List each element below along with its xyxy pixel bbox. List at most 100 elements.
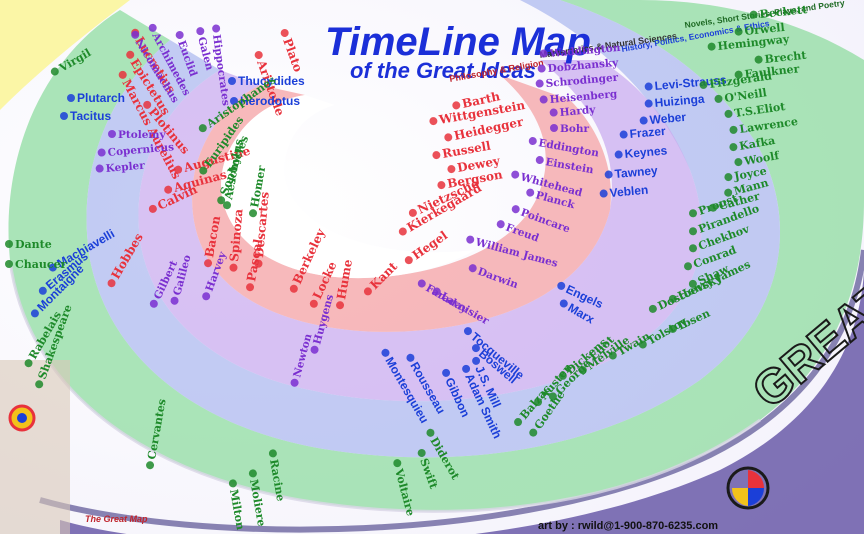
philosophy-label-9: Descartes (252, 191, 272, 258)
literature-portrait-5 (50, 67, 59, 76)
literature-portrait-26 (668, 324, 677, 333)
math-portrait-23 (550, 124, 558, 132)
math-portrait-20 (511, 170, 520, 179)
philosophy-portrait-8 (148, 204, 157, 213)
math-portrait-2 (131, 30, 140, 39)
math-label-5: Ptolemy (118, 129, 167, 141)
philosophy-portrait-24 (444, 133, 453, 142)
philosophy-portrait-15 (289, 284, 298, 293)
literature-label-37: Kafka (738, 134, 776, 153)
map-title: TimeLine Map of the Great Ideas (325, 20, 591, 83)
literature-portrait-27 (668, 294, 677, 303)
math-label-7: Kepler (105, 160, 145, 175)
history-portrait-18 (614, 150, 623, 159)
history-portrait-0 (228, 77, 236, 85)
literature-portrait-13 (268, 449, 277, 458)
math-name-23: Bohr (550, 123, 590, 135)
literature-portrait-16 (426, 428, 435, 437)
philosophy-band (192, 75, 611, 332)
history-portrait-9 (442, 368, 451, 377)
literature-portrait-21 (558, 371, 567, 380)
philosophy-portrait-14 (309, 299, 318, 308)
literature-portrait-25 (648, 304, 657, 313)
literature-portrait-6 (5, 240, 13, 248)
history-name-19: Frazer (619, 124, 666, 141)
math-portrait-15 (468, 264, 477, 273)
history-portrait-12 (471, 344, 480, 353)
philosophy-portrait-3 (126, 50, 135, 59)
literature-band (8, 0, 864, 512)
literature-label-6: Dante (15, 238, 52, 251)
literature-portrait-19 (534, 398, 543, 407)
math-name-24: Hardy (549, 104, 597, 119)
philosophy-portrait-25 (429, 117, 438, 126)
history-portrait-11 (472, 356, 481, 365)
literature-portrait-1 (223, 201, 232, 210)
literature-portrait-12 (248, 469, 257, 478)
purple-arc-band (60, 240, 864, 534)
math-label-24: Hardy (559, 104, 597, 119)
philosophy-portrait-19 (398, 227, 407, 236)
literature-portrait-36 (734, 158, 743, 167)
math-portrait-5 (108, 130, 116, 138)
literature-portrait-4 (198, 124, 207, 133)
history-portrait-19 (619, 130, 628, 139)
history-name-1: Herodotus (230, 94, 300, 108)
math-portrait-7 (95, 164, 104, 173)
literature-label-45: Orwell (744, 21, 785, 38)
history-portrait-16 (599, 189, 608, 198)
history-portrait-8 (406, 353, 415, 362)
literature-portrait-9 (35, 380, 44, 389)
literature-portrait-3 (199, 166, 208, 175)
history-name-16: Veblen (599, 183, 649, 200)
literature-portrait-8 (24, 359, 33, 368)
philosophy-portrait-5 (143, 100, 152, 109)
history-portrait-20 (639, 116, 648, 125)
literature-portrait-41 (699, 80, 708, 89)
title-sub: of the Great Ideas (350, 58, 536, 83)
literature-name-43: Brecht (754, 49, 808, 66)
philosophy-label-16: Hume (334, 258, 355, 301)
history-portrait-15 (557, 281, 566, 290)
math-name-25: Heisenberg (539, 88, 618, 106)
math-name-7: Kepler (95, 160, 146, 175)
corner-credit: The Great Map (85, 514, 148, 524)
corner-emblem: The Great Map (0, 360, 148, 534)
history-label-21: Huizinga (654, 92, 705, 110)
literature-portrait-43 (754, 55, 763, 64)
spiral-center (221, 95, 475, 279)
literature-label-7: Chaucer (15, 258, 67, 271)
history-portrait-2 (67, 94, 75, 102)
literature-name-42: Faulkner (734, 62, 800, 81)
philosophy-portrait-7 (164, 185, 173, 194)
literature-portrait-33 (709, 203, 718, 212)
math-portrait-24 (549, 108, 558, 117)
literature-portrait-22 (578, 366, 587, 375)
literature-label-46: Beckett (759, 3, 809, 21)
history-portrait-14 (559, 299, 568, 308)
history-label-22: Levi-Strauss (654, 73, 727, 93)
literature-portrait-11 (228, 479, 237, 488)
history-label-16: Veblen (609, 183, 649, 200)
history-label-20: Weber (649, 110, 687, 127)
literature-label-36: Woolf (742, 149, 781, 168)
history-label-2: Plutarch (77, 91, 125, 105)
literature-label-43: Brecht (764, 49, 808, 66)
literature-name-37: Kafka (729, 134, 776, 153)
history-label-18: Keynes (624, 143, 668, 161)
history-portrait-1 (230, 97, 238, 105)
literature-portrait-20 (548, 392, 557, 401)
literature-name-45: Orwell (734, 21, 785, 38)
history-label-1: Herodotus (240, 94, 300, 108)
literature-portrait-23 (608, 351, 617, 360)
literature-label-40: O'Neill (724, 86, 768, 105)
philosophy-portrait-0 (280, 28, 289, 37)
history-portrait-5 (38, 286, 47, 295)
literature-portrait-44 (707, 42, 716, 51)
literature-portrait-34 (724, 188, 733, 197)
math-portrait-18 (511, 205, 520, 214)
math-portrait-14 (417, 279, 426, 288)
literature-portrait-24 (638, 340, 647, 349)
history-name-0: Thucydides (228, 74, 305, 88)
